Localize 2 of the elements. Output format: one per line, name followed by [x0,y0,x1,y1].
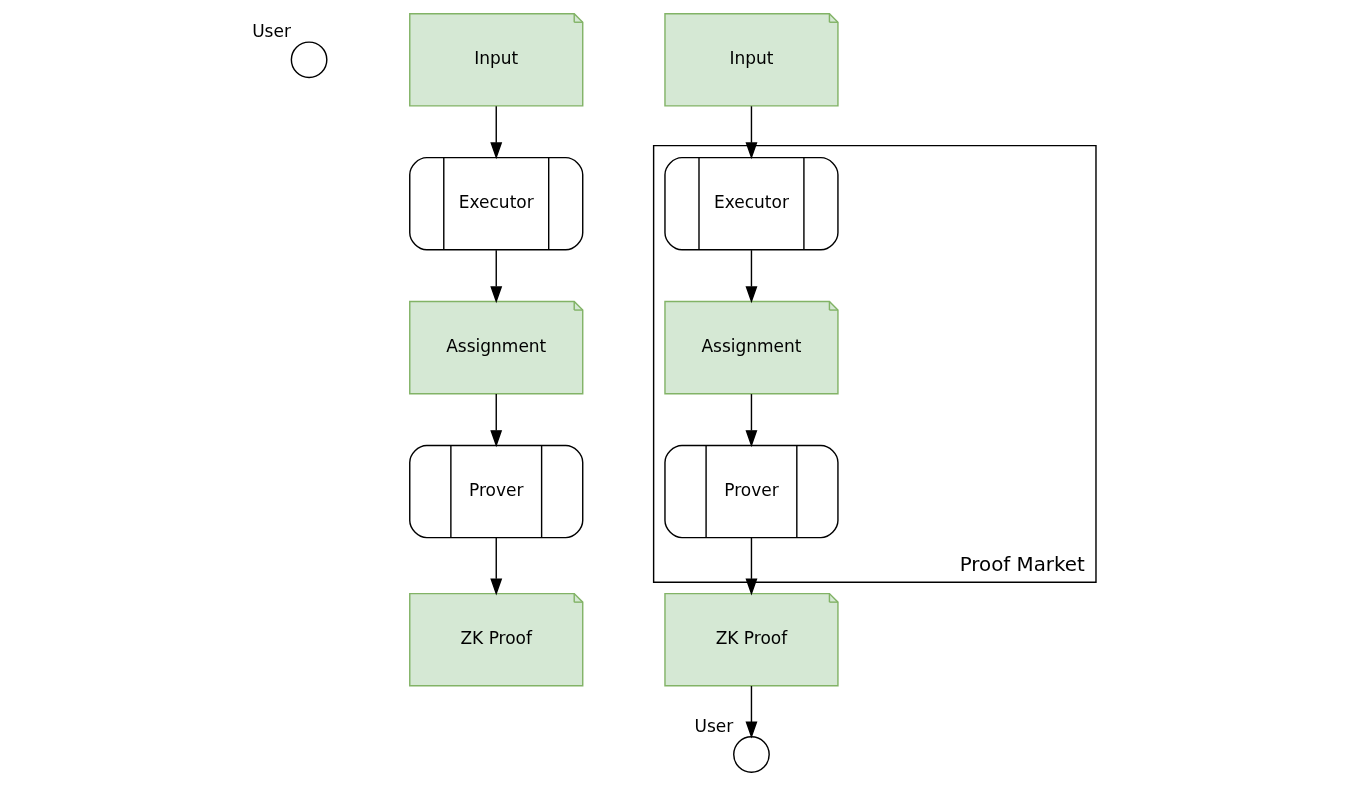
node-label: User [251,21,291,42]
node-label: User [694,716,733,736]
